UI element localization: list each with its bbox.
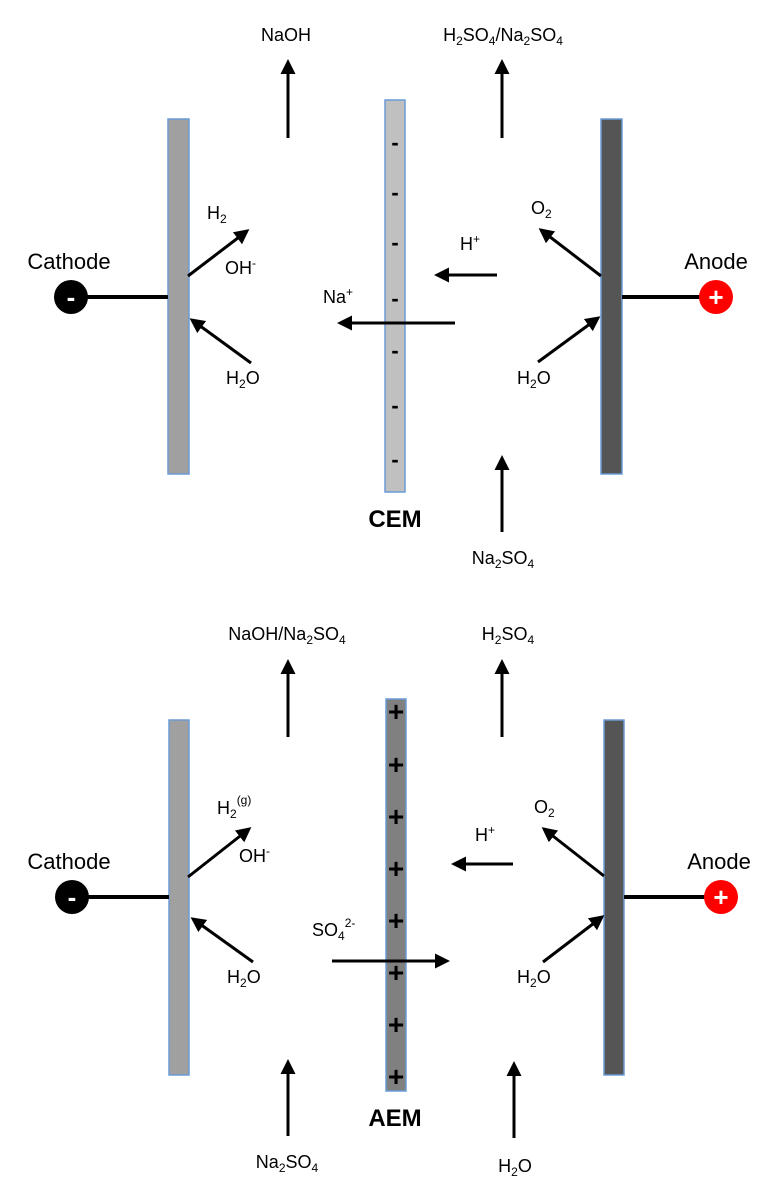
- membrane-charge-sign: +: [388, 1009, 404, 1040]
- membrane-charge-sign: +: [388, 1061, 404, 1092]
- bottom-oh-label: OH-: [239, 844, 270, 866]
- top-anode-outflow: H2SO4/Na2SO4: [443, 25, 563, 48]
- membrane-charge-sign: +: [388, 905, 404, 936]
- top-h2-arrow: [187, 229, 250, 278]
- top-proton-label: H+: [460, 232, 480, 254]
- membrane-charge-sign: -: [391, 338, 398, 363]
- bottom-membrane-label: AEM: [368, 1105, 421, 1132]
- membrane-charge-sign: +: [388, 801, 404, 832]
- bottom-cathode-terminal: [55, 880, 89, 914]
- top-anode-electrode: [600, 118, 623, 475]
- bottom-cathode-terminal-sign: -: [68, 882, 77, 912]
- top-anode-terminal-sign: +: [708, 282, 723, 312]
- membrane-charge-sign: -: [391, 447, 398, 472]
- bottom-anode-terminal: [704, 880, 738, 914]
- membrane-charge-sign: +: [388, 853, 404, 884]
- top-cathode-outflow: NaOH: [261, 25, 311, 45]
- membrane-charge-sign: +: [388, 749, 404, 780]
- bottom-anode-electrode: [603, 719, 625, 1076]
- membrane-charge-sign: -: [391, 286, 398, 311]
- top-cathode-water-arrow: [189, 318, 252, 365]
- bottom-cathode-label: Cathode: [27, 849, 110, 874]
- membrane-charge-sign: -: [391, 230, 398, 255]
- bottom-anode-label: Anode: [687, 849, 751, 874]
- top-cathode-terminal-sign: -: [67, 282, 76, 312]
- bottom-o2-label: O2: [534, 797, 555, 820]
- membrane-charge-sign: -: [391, 130, 398, 155]
- bottom-o2-arrow: [541, 827, 605, 878]
- top-o2-label: O2: [531, 198, 552, 221]
- top-cell: - - - - - - - CEM - Cathode + Anode NaOH…: [27, 25, 747, 571]
- top-oh-label: OH-: [225, 256, 256, 278]
- bottom-h2-label: H2(g): [217, 793, 251, 821]
- bottom-membrane-charges: + + + + + + + +: [388, 696, 404, 1092]
- top-o2-arrow: [538, 228, 602, 278]
- bottom-h2-arrow: [187, 827, 252, 879]
- membrane-charge-sign: +: [388, 957, 404, 988]
- bottom-cathode-water-arrow: [190, 917, 254, 964]
- bottom-anode-water-arrow: [542, 915, 605, 964]
- bottom-cathode-electrode: [168, 719, 190, 1076]
- bottom-anode-water-label: H2O: [517, 967, 551, 990]
- top-cathode-water-label: H2O: [226, 368, 260, 391]
- top-anode-water-label: H2O: [517, 368, 551, 391]
- top-membrane-charges: - - - - - - -: [391, 130, 398, 472]
- top-cem-membrane: [384, 99, 406, 493]
- bottom-proton-label: H+: [475, 823, 495, 845]
- bottom-cathode-inflow-label: Na2SO4: [256, 1152, 319, 1175]
- top-h2-label: H2: [207, 203, 227, 226]
- top-cathode-electrode: [167, 118, 190, 475]
- bottom-aem-membrane: [385, 698, 407, 1092]
- membrane-charge-sign: -: [391, 393, 398, 418]
- bottom-cathode-water-label: H2O: [227, 967, 261, 990]
- bottom-anode-outflow: H2SO4: [482, 624, 535, 647]
- top-inflow-label: Na2SO4: [472, 548, 535, 571]
- bottom-anode-inflow-label: H2O: [498, 1156, 532, 1179]
- top-na-label: Na+: [323, 285, 353, 307]
- top-anode-water-arrow: [537, 316, 601, 364]
- bottom-cell: + + + + + + + + AEM - Cathode + Anode Na…: [27, 624, 750, 1179]
- bottom-anode-terminal-sign: +: [713, 882, 728, 912]
- bottom-sulfate-label: SO42-: [312, 916, 355, 943]
- top-anode-terminal: [699, 280, 733, 314]
- membrane-charge-sign: -: [391, 180, 398, 205]
- top-cathode-label: Cathode: [27, 249, 110, 274]
- bottom-cathode-outflow: NaOH/Na2SO4: [228, 624, 346, 647]
- top-cathode-terminal: [54, 280, 88, 314]
- top-anode-label: Anode: [684, 249, 748, 274]
- top-membrane-label: CEM: [368, 506, 421, 533]
- membrane-charge-sign: +: [388, 696, 404, 727]
